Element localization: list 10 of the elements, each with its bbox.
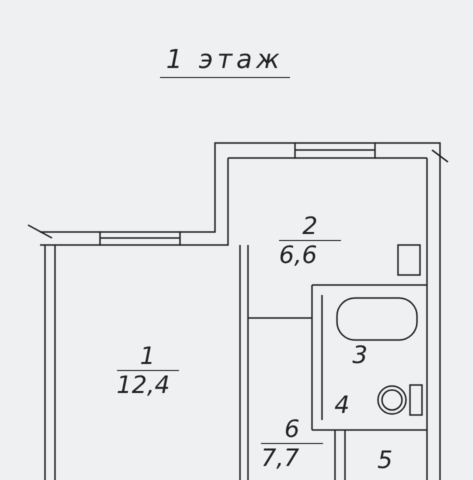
- plan-title: 1 этаж: [160, 45, 290, 78]
- room-area: 12,4: [116, 370, 178, 398]
- room-area: 7,7: [261, 442, 323, 472]
- room-number: 3: [352, 341, 368, 369]
- room-number: 1: [140, 342, 156, 370]
- room-number: 2: [302, 212, 318, 240]
- room-number: 6: [284, 414, 300, 442]
- room-number: 4: [334, 391, 350, 419]
- room-number: 5: [377, 446, 393, 474]
- room-area: 6,6: [279, 240, 341, 268]
